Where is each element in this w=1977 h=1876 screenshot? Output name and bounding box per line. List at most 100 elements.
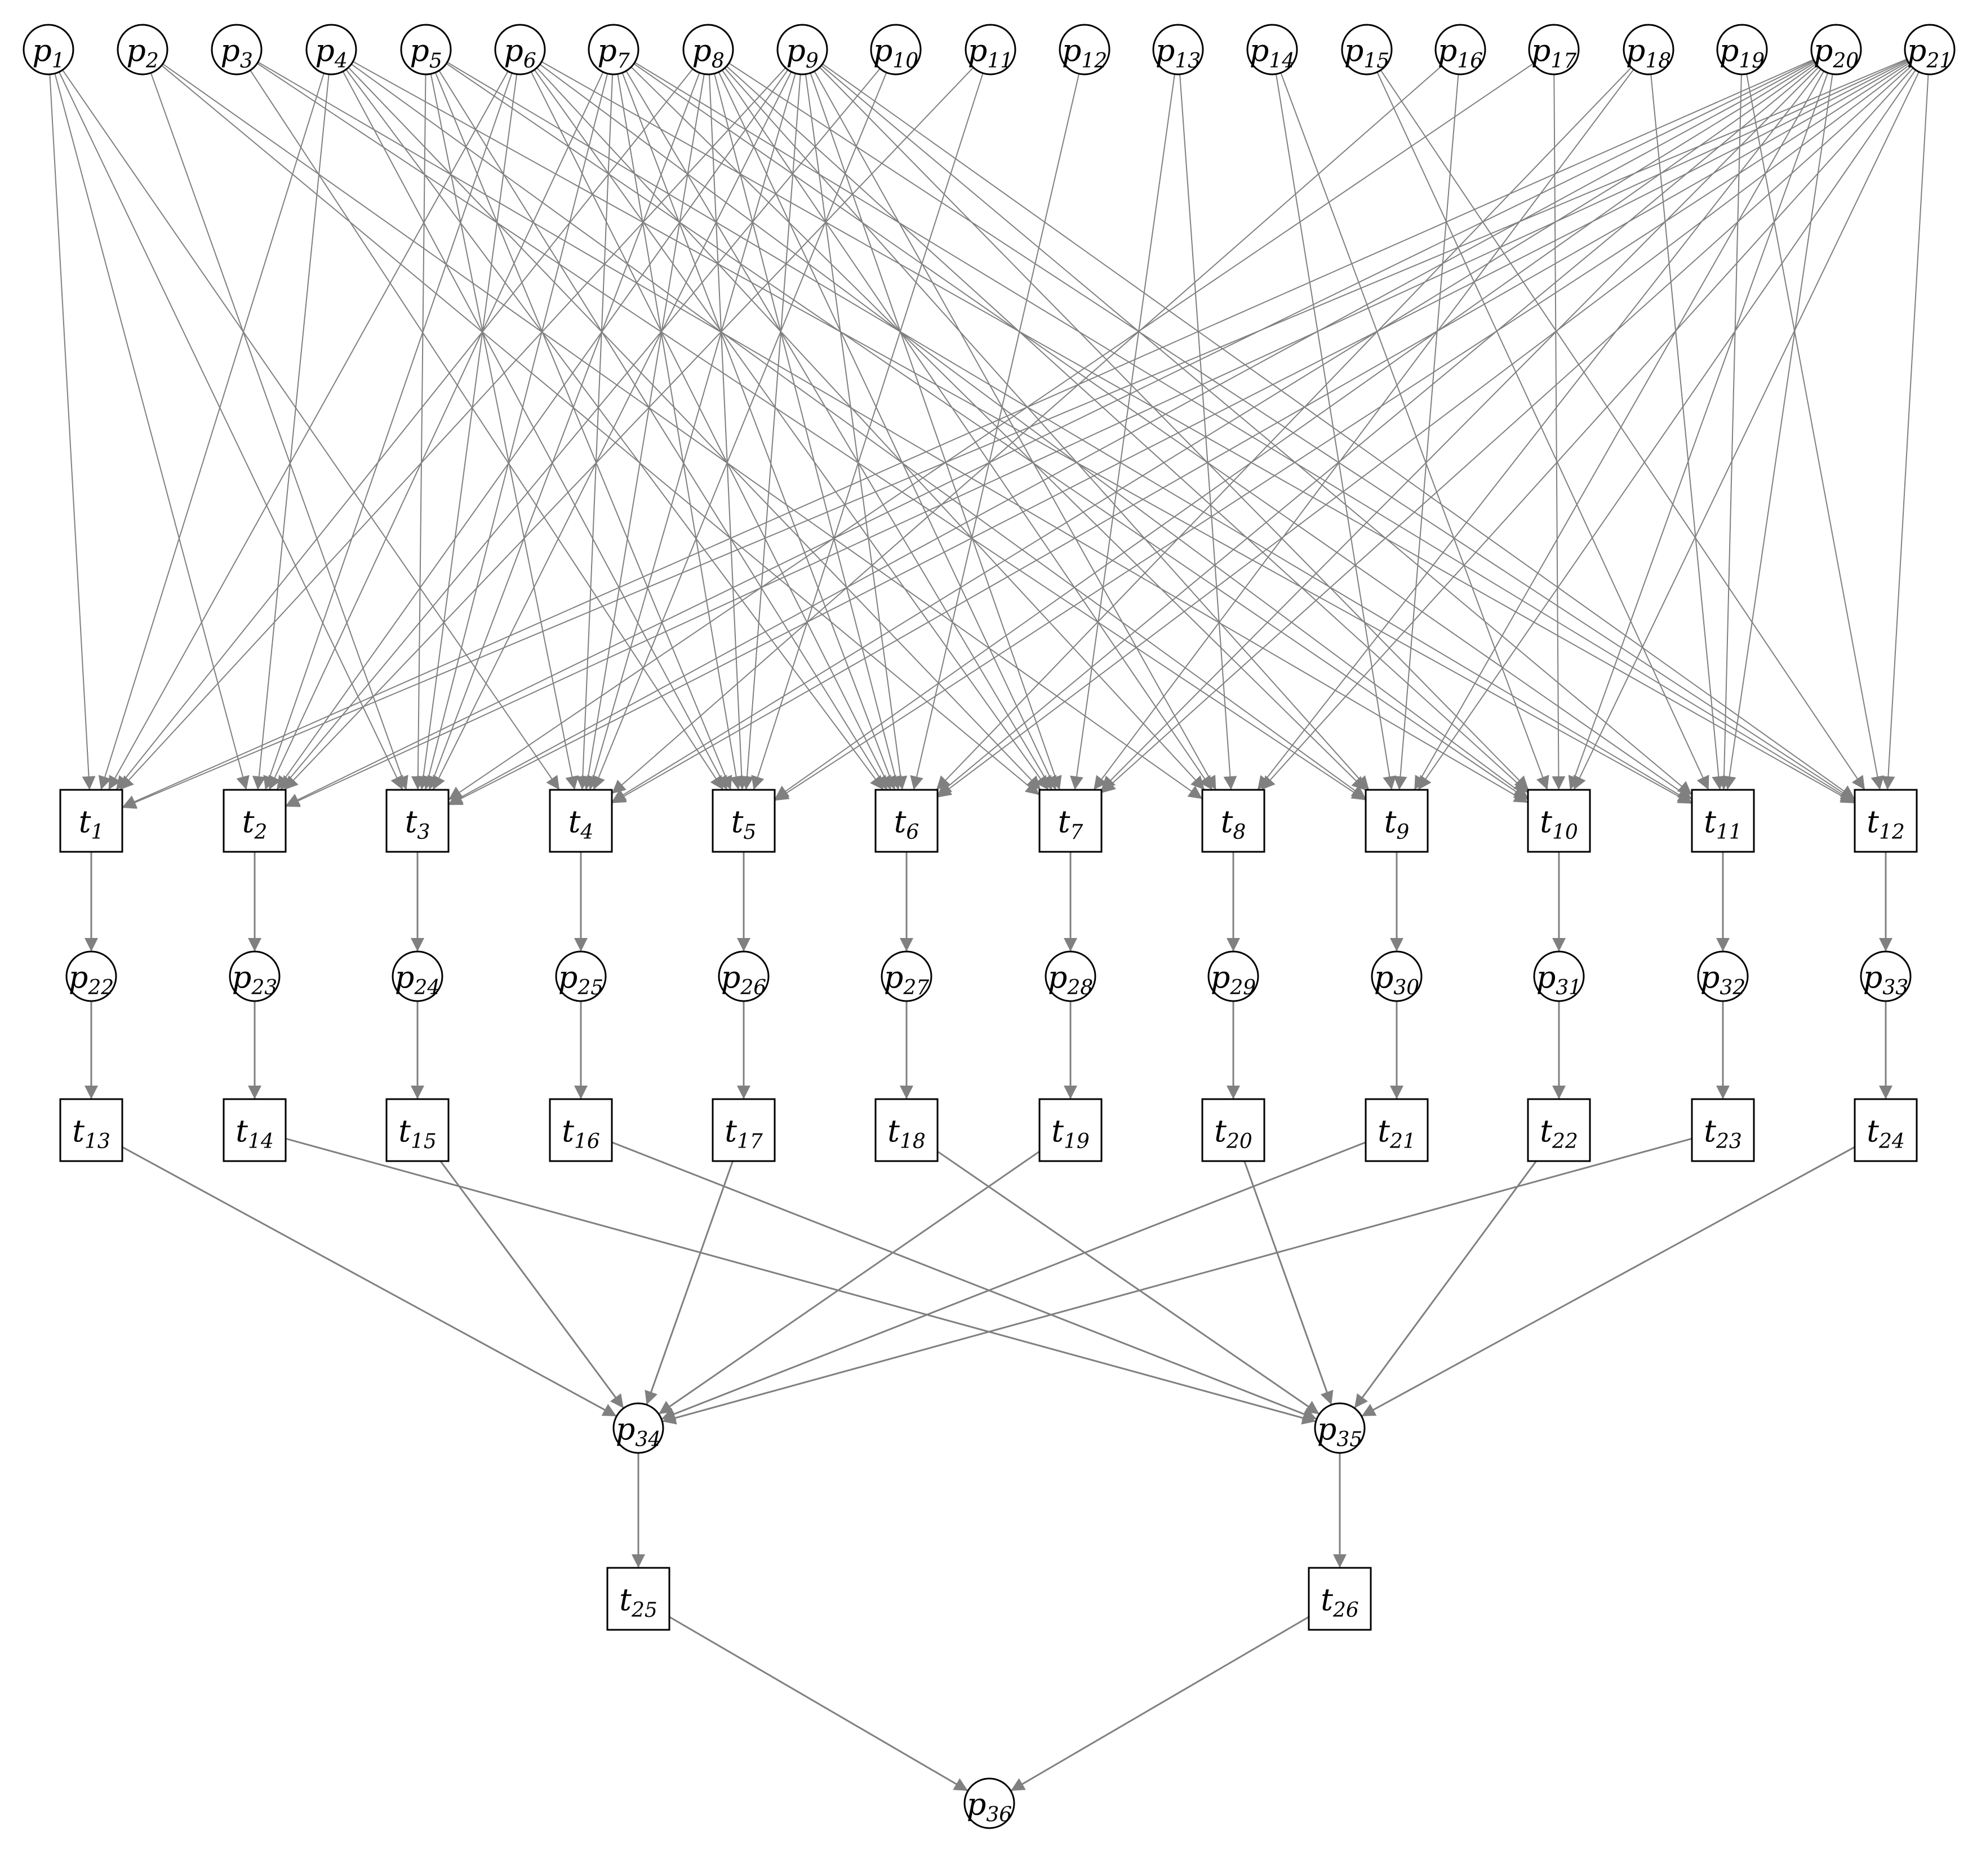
place-p7: p7 [588, 24, 639, 75]
t7-label: t7 [1058, 804, 1083, 844]
arc-p15-to-t11 [1376, 72, 1709, 790]
arc-p8-to-t7 [718, 72, 1057, 790]
t22-box [1527, 1098, 1591, 1162]
p1-circle [23, 24, 74, 75]
p19-label: p19 [1720, 33, 1765, 73]
t22-label: t22 [1540, 1113, 1578, 1153]
p25-circle [555, 950, 607, 1002]
transition-t21: t21 [1365, 1098, 1429, 1162]
place-p23: p23 [229, 950, 281, 1002]
arc-t18-to-p35 [937, 1150, 1320, 1415]
arc-p20-to-t8 [1257, 69, 1821, 790]
arc-p10-to-t2 [279, 68, 881, 790]
arc-p21-to-t5 [774, 63, 1909, 802]
arc-p4-to-t7 [348, 67, 1042, 790]
transition-t5: t5 [712, 789, 776, 853]
arc-p8-to-t10 [726, 65, 1529, 793]
place-p1: p1 [23, 24, 74, 75]
t21-box [1365, 1098, 1429, 1162]
t8-box [1201, 789, 1265, 853]
p5-label: p5 [410, 33, 442, 73]
t18-label: t18 [887, 1113, 926, 1153]
p23-circle [229, 950, 281, 1002]
arc-p6-to-t7 [534, 69, 1049, 790]
p26-label: p26 [721, 959, 766, 999]
place-p36: p36 [963, 1777, 1015, 1829]
transition-t13: t13 [59, 1098, 123, 1162]
t23-label: t23 [1704, 1113, 1742, 1153]
p11-circle [965, 24, 1016, 75]
arc-p9-to-t10 [819, 66, 1529, 790]
arc-p21-to-t7 [1101, 65, 1912, 794]
transition-t18: t18 [874, 1098, 939, 1162]
p34-label: p34 [616, 1411, 661, 1451]
arc-p20-to-t2 [285, 60, 1814, 807]
arc-p9-to-t2 [276, 69, 789, 790]
arc-p7-to-t9 [630, 66, 1366, 791]
t26-label: t26 [1321, 1582, 1359, 1622]
place-p12: p12 [1059, 24, 1110, 75]
transition-t1: t1 [59, 789, 123, 853]
p33-label: p33 [1863, 959, 1908, 999]
transition-t12: t12 [1854, 789, 1918, 853]
transition-t22: t22 [1527, 1098, 1591, 1162]
arc-p2-to-t8 [162, 63, 1203, 799]
p14-label: p14 [1250, 33, 1295, 73]
place-p28: p28 [1045, 950, 1096, 1002]
t6-box [874, 789, 939, 853]
arc-p21-to-t10 [1573, 72, 1920, 790]
place-p30: p30 [1371, 950, 1423, 1002]
t8-label: t8 [1221, 804, 1246, 844]
t3-label: t3 [405, 804, 430, 844]
p15-circle [1341, 24, 1393, 75]
arc-p7-to-t3 [422, 73, 608, 790]
arc-p21-to-t4 [611, 61, 1909, 804]
p9-circle [776, 24, 828, 75]
place-p29: p29 [1207, 950, 1259, 1002]
place-p15: p15 [1341, 24, 1393, 75]
arc-p9-to-t6 [805, 74, 908, 790]
p31-label: p31 [1536, 959, 1581, 999]
arc-p4-to-t11 [353, 61, 1692, 804]
t3-box [385, 789, 450, 853]
transition-t4: t4 [549, 789, 613, 853]
place-p6: p6 [494, 24, 546, 75]
p15-label: p15 [1344, 33, 1389, 73]
p29-label: p29 [1211, 959, 1256, 999]
arc-p17-to-t3 [448, 63, 1534, 801]
p3-label: p3 [220, 33, 252, 73]
p7-circle [588, 24, 639, 75]
arc-p9-to-t4 [587, 73, 796, 790]
place-p18: p18 [1623, 24, 1674, 75]
t4-box [549, 789, 613, 853]
arc-p21-to-t12 [1881, 74, 1929, 790]
arc-t25-to-p36 [669, 1616, 968, 1792]
p32-circle [1697, 950, 1749, 1002]
place-p8: p8 [682, 24, 734, 75]
arc-p21-to-t8 [1260, 68, 1914, 790]
arc-p19-to-t12 [1746, 74, 1885, 790]
transition-t20: t20 [1201, 1098, 1265, 1162]
t14-label: t14 [236, 1113, 274, 1153]
transition-t16: t16 [549, 1098, 613, 1162]
arc-p9-to-t11 [821, 65, 1692, 795]
t14-box [223, 1098, 287, 1162]
arc-t19-to-p34 [658, 1150, 1040, 1415]
t11-box [1691, 789, 1755, 853]
arc-p8-to-t4 [581, 74, 705, 790]
arc-p9-to-t5 [740, 74, 801, 790]
transition-t2: t2 [223, 789, 287, 853]
t26-box [1308, 1567, 1372, 1631]
t10-label: t10 [1540, 804, 1578, 844]
arc-p7-to-t6 [621, 72, 896, 790]
arc-p8-to-t6 [714, 73, 902, 790]
arc-p3-to-t5 [250, 70, 724, 790]
arc-t16-to-p35 [611, 1141, 1317, 1421]
place-p34: p34 [612, 1402, 664, 1454]
arc-p5-to-t10 [446, 63, 1529, 801]
p8-circle [682, 24, 734, 75]
t13-label: t13 [72, 1113, 110, 1153]
p20-circle [1810, 24, 1862, 75]
t24-label: t24 [1867, 1113, 1905, 1153]
t1-box [59, 789, 123, 853]
